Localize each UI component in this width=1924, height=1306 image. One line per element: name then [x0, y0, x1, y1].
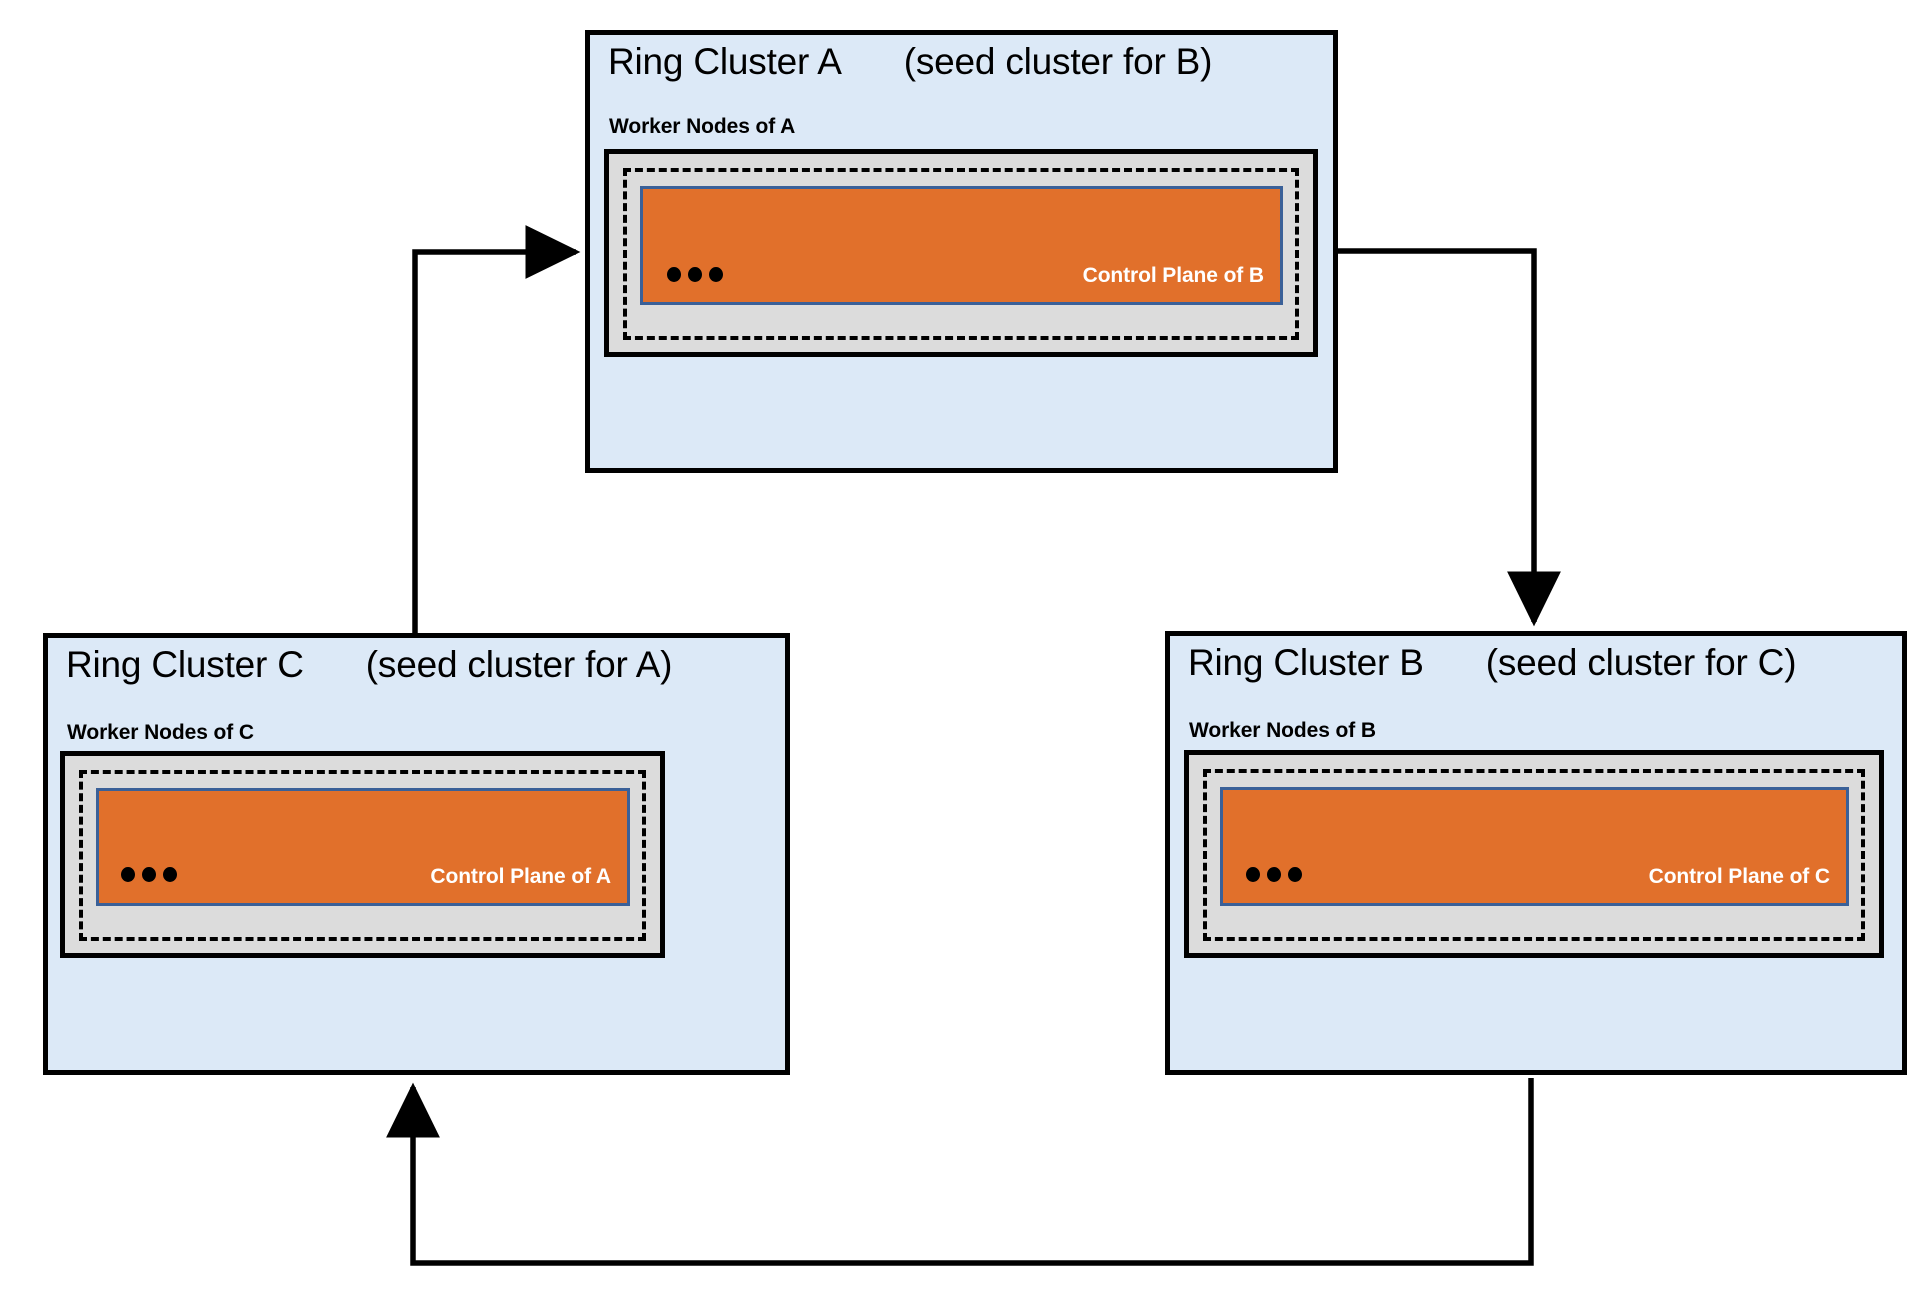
ring-cluster-c[interactable]: Ring Cluster C (seed cluster for A) Work…: [43, 633, 790, 1075]
cluster-c-name: Ring Cluster C: [66, 644, 304, 685]
cluster-a-ellipsis-dots: [667, 267, 723, 282]
cluster-c-ellipsis-dots: [121, 867, 177, 882]
cluster-b-node-boundary: Control Plane of C: [1203, 769, 1865, 941]
cluster-c-control-plane-label: Control Plane of A: [430, 865, 611, 888]
cluster-b-ellipsis-dots: [1246, 867, 1302, 882]
cluster-b-control-plane-label: Control Plane of C: [1648, 865, 1830, 888]
cluster-a-control-plane-label: Control Plane of B: [1082, 264, 1264, 287]
cluster-c-control-plane[interactable]: Control Plane of A: [96, 788, 630, 906]
cluster-b-title: Ring Cluster B (seed cluster for C): [1188, 642, 1797, 684]
cluster-c-worker-box: Control Plane of A: [60, 751, 665, 958]
cluster-a-control-plane[interactable]: Control Plane of B: [640, 186, 1283, 305]
arrow-c-to-a: [412, 225, 581, 633]
ring-cluster-b[interactable]: Ring Cluster B (seed cluster for C) Work…: [1165, 631, 1907, 1075]
cluster-a-worker-box: Control Plane of B: [604, 149, 1318, 357]
ring-cluster-a[interactable]: Ring Cluster A (seed cluster for B) Work…: [585, 30, 1338, 473]
cluster-b-worker-label: Worker Nodes of B: [1189, 719, 1376, 742]
cluster-c-worker-label: Worker Nodes of C: [67, 721, 254, 744]
cluster-a-title: Ring Cluster A (seed cluster for B): [608, 41, 1212, 83]
cluster-a-worker-label: Worker Nodes of A: [609, 115, 796, 138]
cluster-a-node-boundary: Control Plane of B: [623, 168, 1299, 340]
cluster-b-worker-box: Control Plane of C: [1184, 750, 1884, 958]
arrow-b-to-c: [386, 1078, 1534, 1266]
cluster-a-name: Ring Cluster A: [608, 41, 842, 82]
cluster-b-name: Ring Cluster B: [1188, 642, 1424, 683]
cluster-b-control-plane[interactable]: Control Plane of C: [1220, 787, 1849, 906]
arrow-a-to-b: [1338, 248, 1561, 627]
cluster-c-title: Ring Cluster C (seed cluster for A): [66, 644, 672, 686]
cluster-c-seed-note: (seed cluster for A): [365, 644, 673, 685]
cluster-b-seed-note: (seed cluster for C): [1485, 642, 1797, 683]
cluster-a-seed-note: (seed cluster for B): [903, 41, 1213, 82]
cluster-c-node-boundary: Control Plane of A: [79, 770, 646, 941]
